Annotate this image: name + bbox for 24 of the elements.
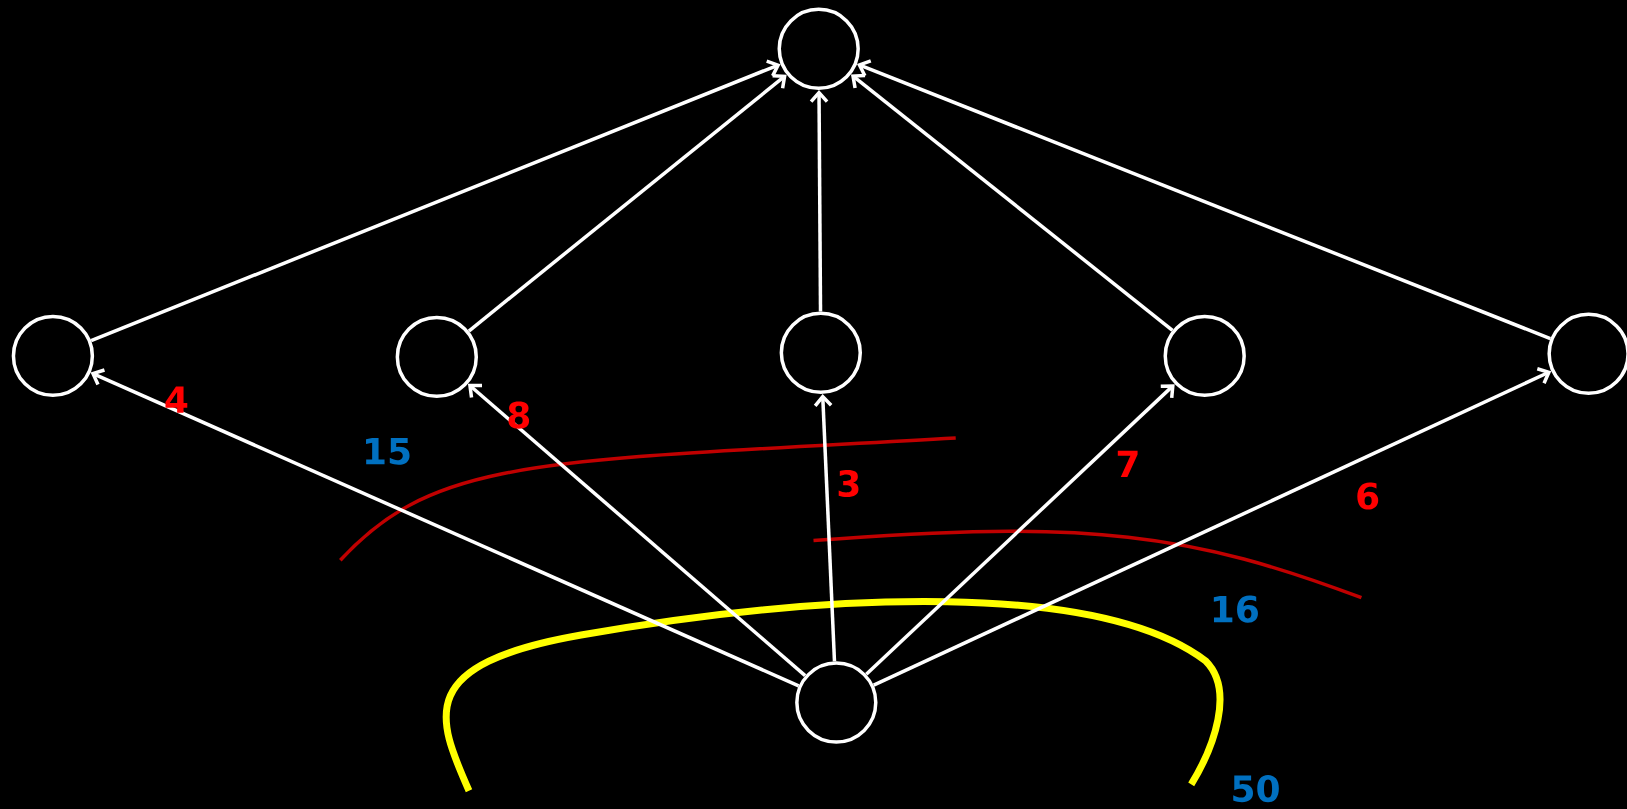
capacity-number: 15 bbox=[366, 438, 410, 465]
arrow bbox=[865, 384, 1175, 676]
node-circle bbox=[795, 661, 878, 744]
capacity-number: 50 bbox=[1233, 775, 1279, 803]
node-circle bbox=[779, 311, 862, 394]
capacity-number: 7 bbox=[1117, 450, 1138, 477]
arrow bbox=[90, 59, 781, 343]
node-circle bbox=[1163, 314, 1246, 398]
capacity-number: 3 bbox=[838, 469, 859, 498]
arrow bbox=[872, 367, 1552, 687]
arrow bbox=[90, 368, 800, 688]
arrow bbox=[809, 90, 829, 312]
capacity-number: 4 bbox=[165, 386, 188, 413]
node-circle bbox=[395, 315, 478, 399]
arrow bbox=[857, 59, 1551, 341]
arrow bbox=[467, 383, 807, 677]
arrow bbox=[813, 393, 837, 662]
node-circle bbox=[777, 7, 860, 90]
capacity-number: 16 bbox=[1213, 595, 1258, 623]
capacity-number: 6 bbox=[1357, 482, 1379, 510]
arrow bbox=[850, 73, 1174, 332]
node-circle bbox=[11, 314, 95, 398]
arrow bbox=[467, 74, 787, 333]
capacity-number: 8 bbox=[508, 401, 530, 429]
